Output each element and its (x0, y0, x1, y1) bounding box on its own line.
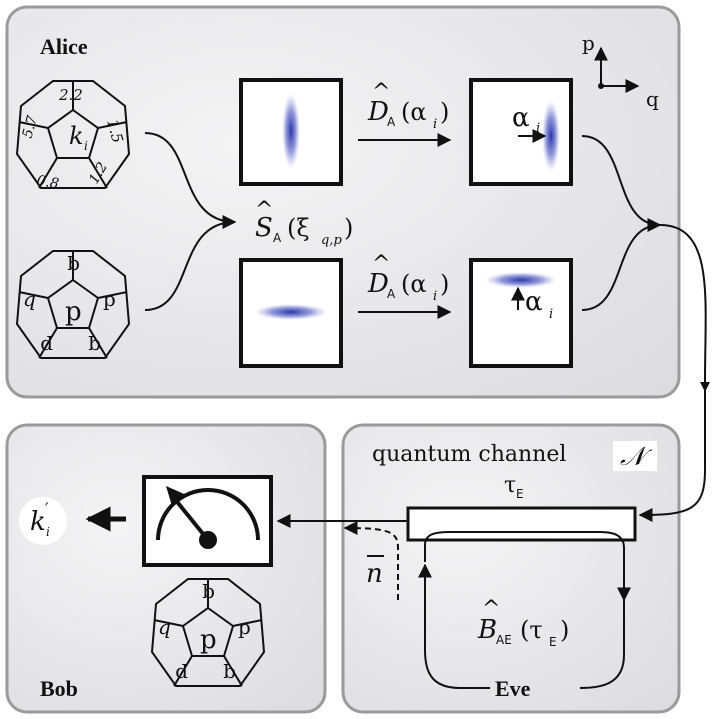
svg-text:q,p: q,p (321, 233, 342, 248)
key-die: k i 2.2 1.5 1.2 0.8 5.7 (15, 80, 131, 193)
eve-panel (341, 423, 681, 714)
svg-text:n: n (366, 559, 383, 589)
svg-text:i: i (46, 525, 50, 539)
svg-text:): ) (560, 616, 569, 644)
svg-text:i: i (536, 121, 540, 136)
svg-text:^: ^ (255, 198, 273, 223)
svg-text:i: i (433, 289, 437, 304)
basis-die-face-top: q (67, 255, 80, 279)
key-die-face-top: 2.2 (58, 86, 83, 104)
squeeze-operator: S ^ A (ξ q,p ) (255, 198, 353, 248)
bob-label: Bob (40, 676, 78, 701)
bob-die-center: p (200, 625, 217, 655)
bottom-state-output-curve (581, 218, 662, 311)
key-die-face-bottom-left: 0.8 (35, 173, 60, 193)
key-die-face-right: 1.5 (103, 117, 127, 145)
key-to-squeeze-curve (144, 132, 237, 229)
channel-label: quantum channel 𝒩 (372, 441, 657, 472)
top-state-output-curve (581, 135, 661, 226)
eve-outer-loop (579, 600, 625, 689)
svg-text:(ξ: (ξ (287, 214, 310, 242)
svg-text:): ) (440, 98, 449, 126)
eve-inner-loop (424, 531, 631, 602)
bob-die-face-right: p (238, 615, 251, 639)
svg-text:quantum channel: quantum channel (372, 442, 566, 467)
basis-die-face-left: q (23, 287, 36, 311)
p-axis-label: p (582, 31, 595, 55)
svg-text:(α: (α (401, 270, 427, 298)
svg-text:D: D (367, 269, 389, 299)
bob-die-face-left: q (158, 615, 171, 639)
svg-text:α: α (525, 287, 543, 317)
alpha-bottom-annotation: α i (511, 286, 553, 322)
output-key-label: k ′ i (30, 499, 50, 539)
svg-text:B: B (477, 615, 497, 645)
alpha-top-annotation: α i (512, 103, 547, 143)
bob-basis-die: p q p q p q (150, 578, 266, 687)
svg-text:′: ′ (45, 499, 49, 518)
basis-to-squeeze-curve (144, 221, 236, 311)
svg-text:^: ^ (372, 80, 390, 105)
svg-text:i: i (549, 307, 553, 322)
svg-text:S: S (255, 213, 273, 243)
svg-text:τ: τ (504, 473, 516, 498)
phase-space-axes: p q (582, 31, 659, 111)
basis-die-face-bottom-right: q (88, 335, 101, 359)
svg-text:AE: AE (496, 633, 512, 647)
eve-label: Eve (495, 676, 531, 701)
svg-text:(α: (α (401, 98, 427, 126)
svg-text:(τ: (τ (520, 616, 543, 644)
svg-text:α: α (512, 103, 530, 133)
displace-top-operator: D ^ A (α i ) (367, 80, 449, 132)
nbar-label: n (366, 555, 384, 589)
bob-panel (5, 423, 327, 714)
svg-text:A: A (387, 115, 396, 129)
noise-injection-arrow (343, 521, 399, 600)
displaced-p-state (542, 100, 560, 172)
svg-text:E: E (549, 635, 557, 649)
bob-die-face-bottom-left: p (175, 663, 188, 687)
svg-text:^: ^ (372, 252, 390, 277)
squeezed-q-state (255, 304, 327, 320)
key-die-center: k (69, 122, 84, 150)
svg-text:): ) (440, 270, 449, 298)
key-die-face-left: 5.7 (20, 114, 41, 140)
svg-text:E: E (516, 487, 524, 501)
alice-to-channel-curve (638, 224, 707, 522)
bob-die-face-top: q (202, 583, 215, 607)
svg-text:A: A (387, 287, 396, 301)
basis-die-center: p (65, 297, 82, 327)
svg-text:i: i (433, 117, 437, 132)
attack-operator: B ^ AE (τ E ) (477, 597, 569, 649)
basis-die: p q p q p q (15, 250, 131, 359)
basis-die-face-bottom-left: p (40, 335, 53, 359)
q-axis-label: q (646, 87, 659, 111)
eve-return-loop (418, 563, 490, 689)
squeezed-p-state (282, 93, 300, 169)
svg-text:): ) (344, 214, 353, 242)
displace-bottom-operator: D ^ A (α i ) (367, 252, 449, 304)
basis-die-face-right: p (103, 287, 116, 311)
bob-die-face-bottom-right: q (223, 663, 236, 687)
svg-text:D: D (367, 97, 389, 127)
svg-text:k: k (30, 507, 46, 537)
svg-text:A: A (273, 231, 282, 245)
meter-gauge-icon (156, 486, 260, 549)
displaced-q-state (485, 272, 557, 288)
alice-label: Alice (40, 34, 88, 59)
channel-tau-label: τ E (504, 473, 524, 501)
beam-splitter-channel (406, 506, 637, 542)
key-die-center-sub: i (84, 139, 88, 153)
svg-text:^: ^ (482, 597, 500, 622)
output-key-bubble (19, 497, 67, 545)
